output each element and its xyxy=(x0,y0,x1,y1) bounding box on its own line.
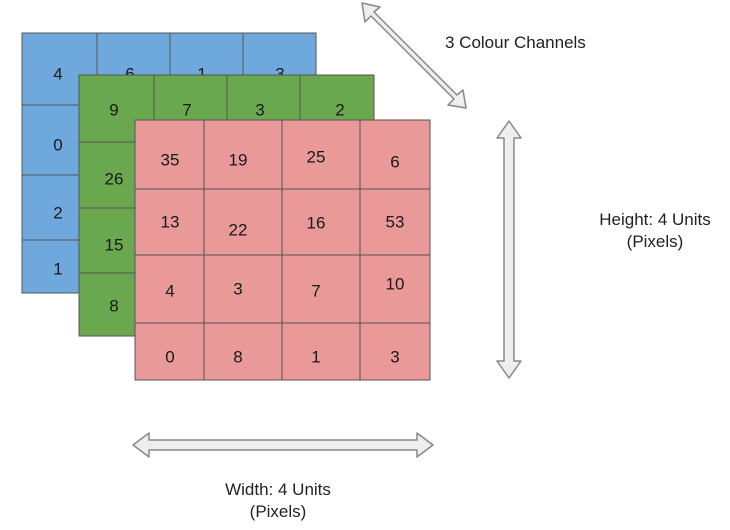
red-cell-value: 8 xyxy=(233,348,242,367)
diagonal-double-arrow-icon xyxy=(361,2,467,109)
green-cell-value: 26 xyxy=(105,170,124,189)
width-label: Width: 4 Units (Pixels) xyxy=(178,479,378,523)
blue-cell-value: 0 xyxy=(53,136,62,155)
green-cell-value: 7 xyxy=(182,101,191,120)
red-cell-value: 1 xyxy=(311,348,320,367)
width-label-line1: Width: 4 Units xyxy=(225,480,331,499)
red-cell-value: 22 xyxy=(229,221,248,240)
height-label-line1: Height: 4 Units xyxy=(599,210,711,229)
blue-cell-value: 2 xyxy=(53,204,62,223)
red-cell-value: 4 xyxy=(165,282,174,301)
green-cell-value: 9 xyxy=(109,101,118,120)
horizontal-double-arrow-icon xyxy=(132,432,434,458)
channels-label-text: 3 Colour Channels xyxy=(445,33,586,52)
blue-cell-value: 4 xyxy=(53,65,62,84)
green-cell-value: 8 xyxy=(109,297,118,316)
red-cell-value: 25 xyxy=(307,148,326,167)
green-cell-value: 2 xyxy=(335,101,344,120)
blue-cell-value: 1 xyxy=(53,260,62,279)
blue-cell-value: 6 xyxy=(125,65,134,84)
red-cell-value: 3 xyxy=(233,280,242,299)
green-cell-value: 15 xyxy=(105,236,124,255)
blue-cell-value: 3 xyxy=(275,65,284,84)
height-label-line2: (Pixels) xyxy=(626,232,684,251)
red-cell-value: 10 xyxy=(386,275,405,294)
red-cell-value: 3 xyxy=(390,348,399,367)
red-cell-value: 6 xyxy=(390,153,399,172)
blue-cell-value: 1 xyxy=(197,65,206,84)
red-cell-value: 35 xyxy=(161,151,180,170)
red-cell-value: 0 xyxy=(165,348,174,367)
green-cell-value: 3 xyxy=(255,101,264,120)
channels-label: 3 Colour Channels xyxy=(445,32,645,54)
red-cell-value: 13 xyxy=(161,213,180,232)
red-cell-value: 16 xyxy=(307,214,326,233)
vertical-double-arrow-icon xyxy=(496,120,522,379)
red-cell-value: 19 xyxy=(229,151,248,170)
height-label: Height: 4 Units (Pixels) xyxy=(570,209,730,253)
red-cell-value: 53 xyxy=(386,213,405,232)
red-cell-value: 7 xyxy=(311,282,320,301)
width-label-line2: (Pixels) xyxy=(249,502,307,521)
